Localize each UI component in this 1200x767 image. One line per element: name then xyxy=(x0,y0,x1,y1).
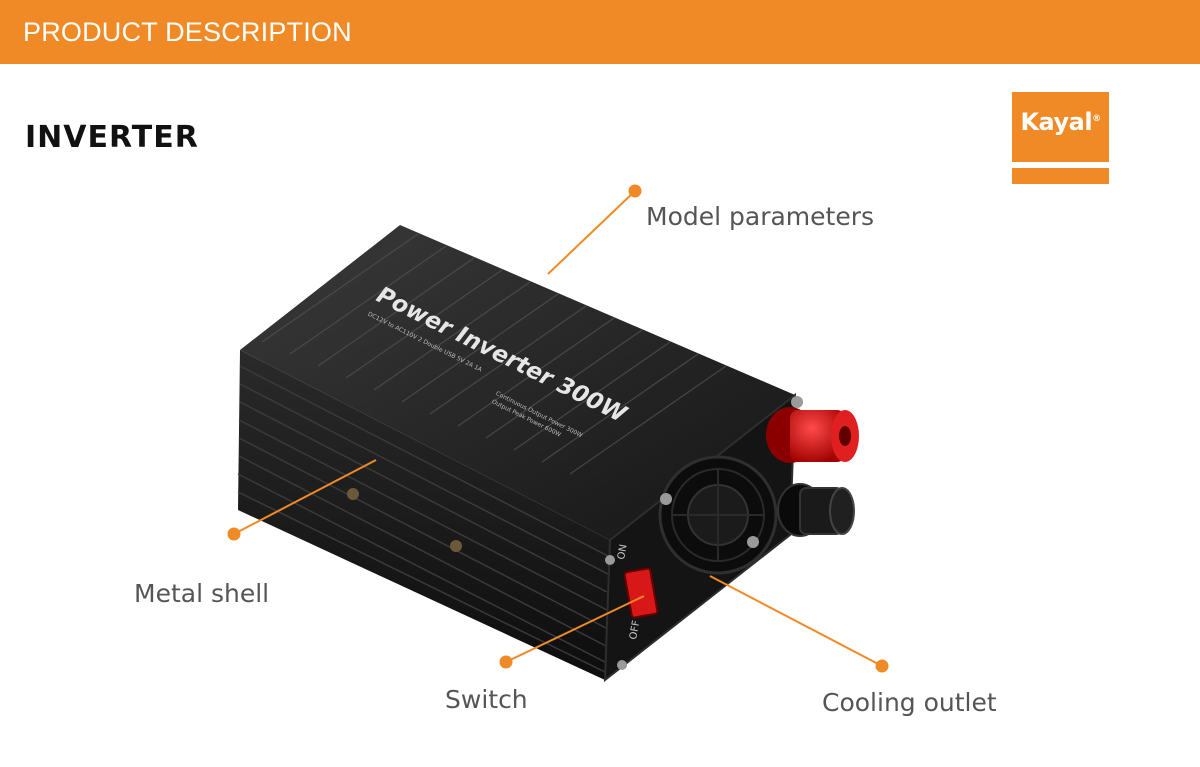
logo-bar xyxy=(1012,168,1109,184)
power-switch: ON OFF xyxy=(616,543,659,641)
switch-off-label: OFF xyxy=(628,619,642,640)
cooling-fan-grill xyxy=(658,455,778,575)
side-screw-hole xyxy=(450,540,462,552)
logo-box: Kayal® xyxy=(1012,92,1109,162)
logo-name: Kayal xyxy=(1020,108,1093,136)
callout-line-switch xyxy=(505,595,645,663)
callout-cooling-outlet: Cooling outlet xyxy=(822,688,997,717)
header-bar: PRODUCT DESCRIPTION xyxy=(0,0,1200,64)
side-screw-hole xyxy=(347,488,359,500)
side-fins xyxy=(237,365,609,673)
negative-terminal xyxy=(777,483,855,537)
callout-line-model xyxy=(547,190,636,275)
front-screw xyxy=(747,536,759,548)
brand-logo: Kayal® xyxy=(1012,92,1109,184)
positive-terminal xyxy=(766,407,859,463)
callout-dot-cooling xyxy=(875,659,889,673)
front-screw xyxy=(605,555,615,565)
page-title: INVERTER xyxy=(25,120,199,155)
callout-line-shell xyxy=(233,459,377,535)
front-screw xyxy=(660,493,672,505)
callout-dot-switch xyxy=(499,655,513,669)
callout-model-parameters: Model parameters xyxy=(646,202,875,231)
header-title: PRODUCT DESCRIPTION xyxy=(23,17,352,47)
logo-text: Kayal® xyxy=(1012,108,1109,136)
front-screw xyxy=(617,660,627,670)
top-fins xyxy=(261,233,727,475)
front-screw xyxy=(791,396,803,408)
callout-lines xyxy=(227,184,889,673)
switch-on-label: ON xyxy=(616,543,630,560)
callout-metal-shell: Metal shell xyxy=(134,579,270,608)
logo-registered: ® xyxy=(1092,114,1101,124)
callout-dot-model xyxy=(628,184,642,198)
callout-line-cooling xyxy=(709,575,883,667)
inverter-top-surface xyxy=(240,225,795,540)
callout-switch: Switch xyxy=(445,685,528,714)
callout-dot-shell xyxy=(227,527,241,541)
